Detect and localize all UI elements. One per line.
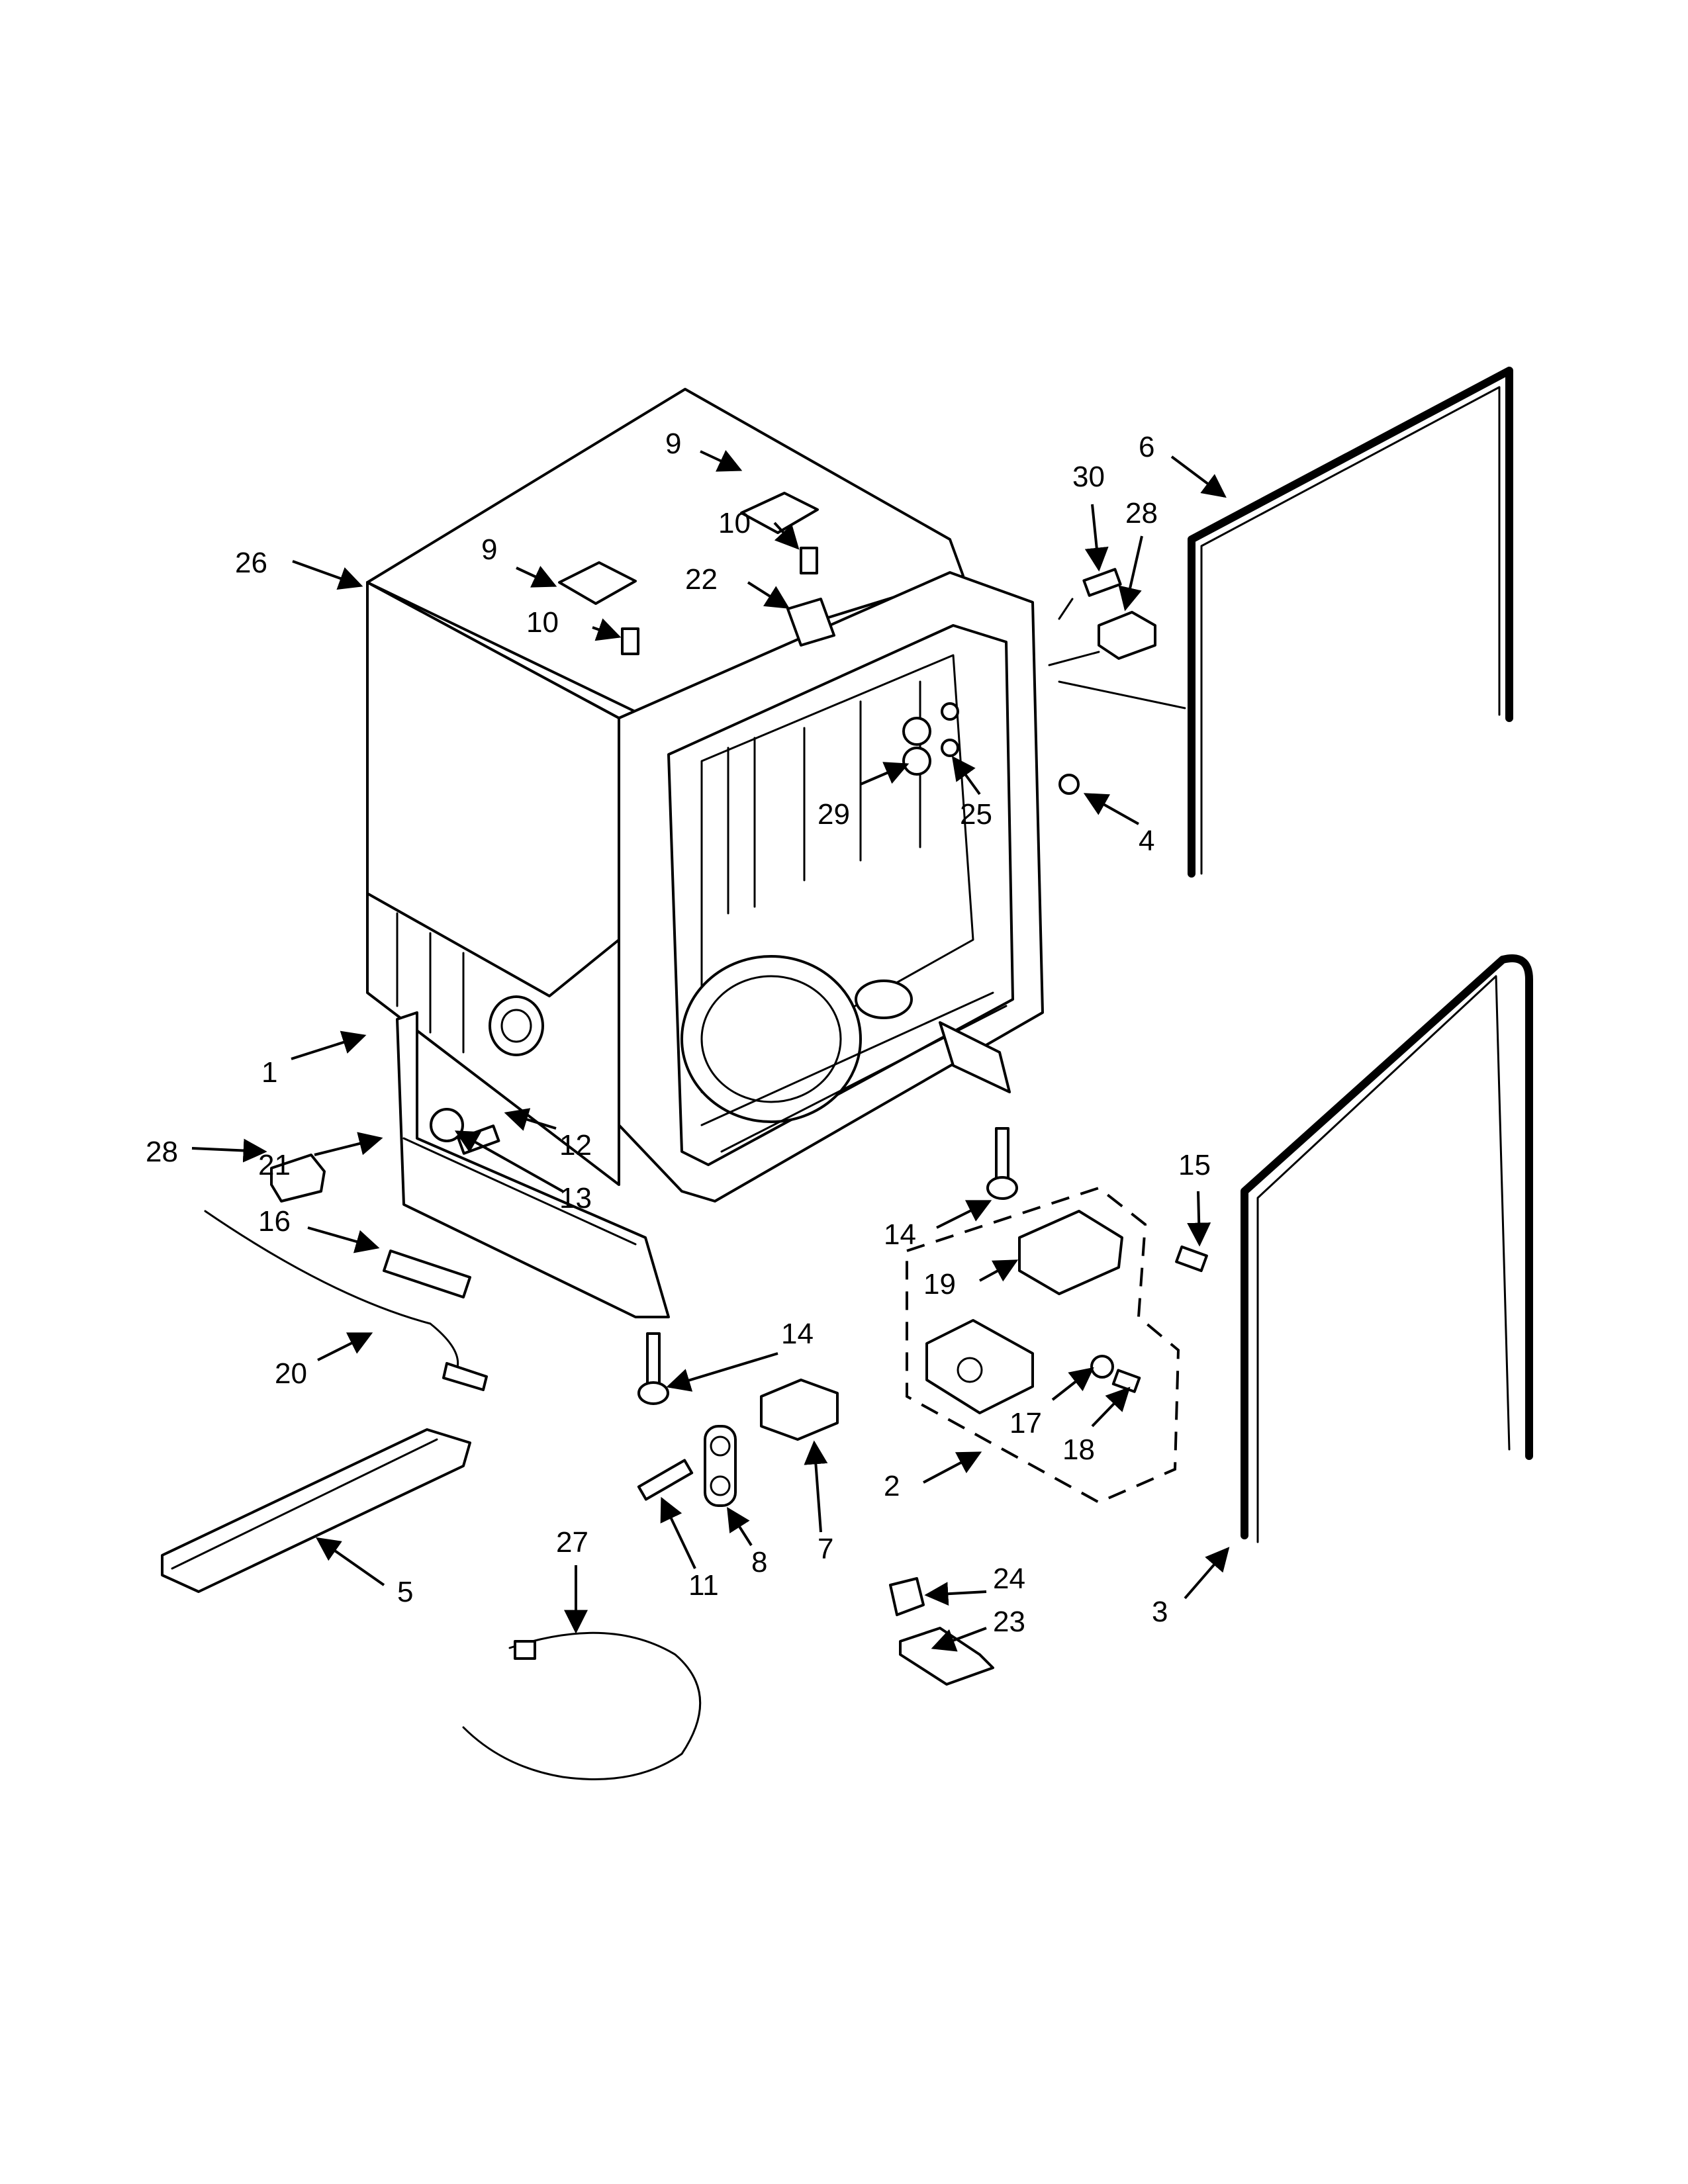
callout-29: 29 [818,798,850,831]
callout-17: 17 [1009,1407,1042,1439]
callout-1: 1 [261,1056,277,1089]
callout-30: 30 [1072,461,1105,493]
door-spring [383,1250,471,1298]
pulley-wheel [430,1108,464,1142]
kit-dashed-outline [906,1186,1180,1504]
callout-22: 22 [685,563,718,596]
harness-connector [514,1640,536,1660]
callout-24: 24 [993,1563,1025,1595]
callout-13: 13 [559,1182,592,1214]
cover-plate [1018,1210,1123,1295]
callout-19: 19 [923,1268,956,1300]
tub-assembly [366,388,1044,1203]
callout-28-left: 28 [146,1136,178,1168]
leader-lines [191,449,1230,1652]
insulation-blanket [366,581,620,997]
callout-9-front: 9 [481,533,497,566]
tub-hinge-bracket-rear [740,492,819,534]
washer-lower [941,739,959,757]
callout-18: 18 [1062,1433,1095,1466]
callout-6: 6 [1139,431,1154,463]
clip-washer [1090,1355,1114,1379]
callout-28-right: 28 [1125,497,1158,529]
toe-panel [161,1428,471,1593]
bracket-screw [457,1124,500,1155]
door-gasket-bottom [1241,954,1533,1539]
washer-upper [941,702,959,721]
callout-7: 7 [818,1533,833,1565]
callout-20: 20 [275,1357,307,1390]
callout-10-front: 10 [526,606,559,639]
callout-14-rear: 14 [884,1218,916,1251]
hinge-screw-right [1082,568,1122,597]
leveling-leg-front [637,1332,669,1405]
callout-12: 12 [559,1129,592,1161]
callout-23: 23 [993,1606,1025,1638]
bumper [704,1425,737,1507]
callout-25: 25 [960,798,992,831]
mounting-bracket [925,1319,1034,1414]
callout-10-rear: 10 [718,507,751,539]
callout-27: 27 [556,1526,588,1559]
thermal-sensor [889,1577,925,1616]
grommet-lower [902,747,931,776]
mounting-screw-front [621,627,639,655]
sump-cap [855,979,913,1019]
callout-8: 8 [751,1546,767,1578]
callout-21: 21 [258,1149,291,1181]
callout-16: 16 [258,1205,291,1238]
door-latch [760,1379,839,1441]
door-cable [204,1210,459,1371]
leveling-leg-rear [986,1127,1018,1200]
callout-3: 3 [1152,1596,1168,1628]
cable-end [442,1362,488,1391]
plug-button [1058,774,1080,795]
panel-screw [637,1459,694,1501]
hinge-cover-right [1098,611,1156,660]
callout-2: 2 [884,1470,900,1502]
callout-4: 4 [1139,825,1154,857]
tub-top-bracket [786,598,835,647]
tub-sump [680,955,862,1123]
callout-labels: 1 2 3 4 5 6 7 8 9 9 10 10 11 12 13 14 14… [146,428,1211,1638]
mounting-screw-rear [800,547,818,574]
callout-15: 15 [1178,1149,1211,1181]
side-screw [1175,1245,1208,1273]
door-gasket-top [1188,367,1513,878]
callout-9-rear: 9 [665,428,681,460]
grommet-upper [902,717,931,746]
callout-5: 5 [397,1576,413,1608]
callout-26: 26 [235,547,267,579]
wire-harness [462,1631,702,1780]
hinge-cover-left [270,1154,326,1203]
side-port [489,995,544,1056]
clip-screw [1111,1369,1141,1393]
callout-14-front: 14 [781,1318,814,1350]
leg-bracket-right [939,1021,1011,1093]
leg-bracket-left [396,1011,670,1318]
tub-hinge-bracket-front [558,561,637,605]
callout-11: 11 [688,1569,719,1602]
sensor-bracket [899,1627,994,1686]
